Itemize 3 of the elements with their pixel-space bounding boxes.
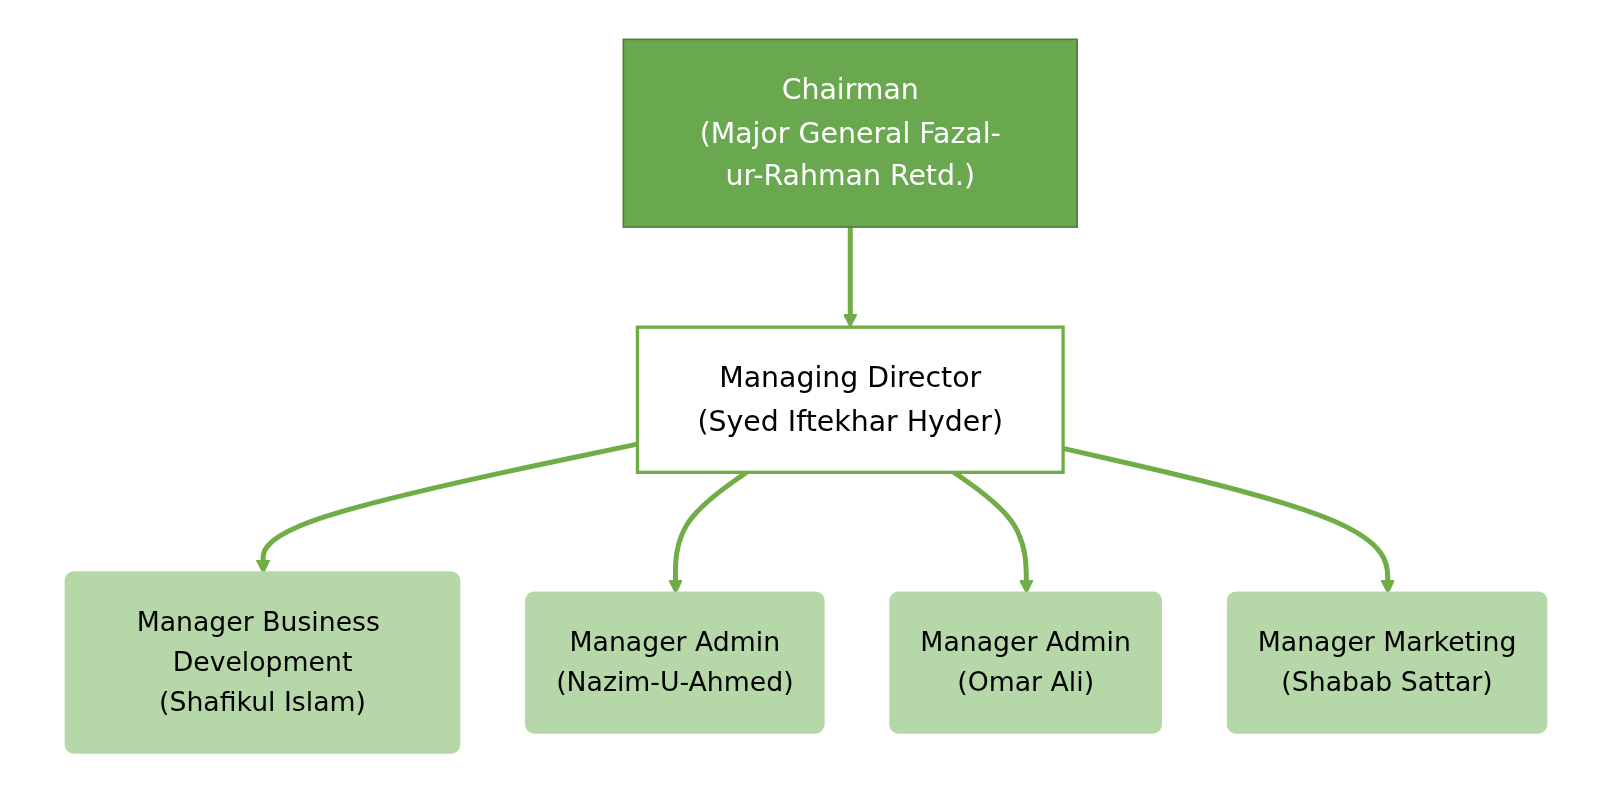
arrow (842, 227, 858, 328)
node-box: Managing Director (Syed Iftekhar Hyder) (635, 325, 1065, 474)
node-box: Chairman (Major General Fazal-ur-Rahman Retd.) (622, 38, 1078, 228)
